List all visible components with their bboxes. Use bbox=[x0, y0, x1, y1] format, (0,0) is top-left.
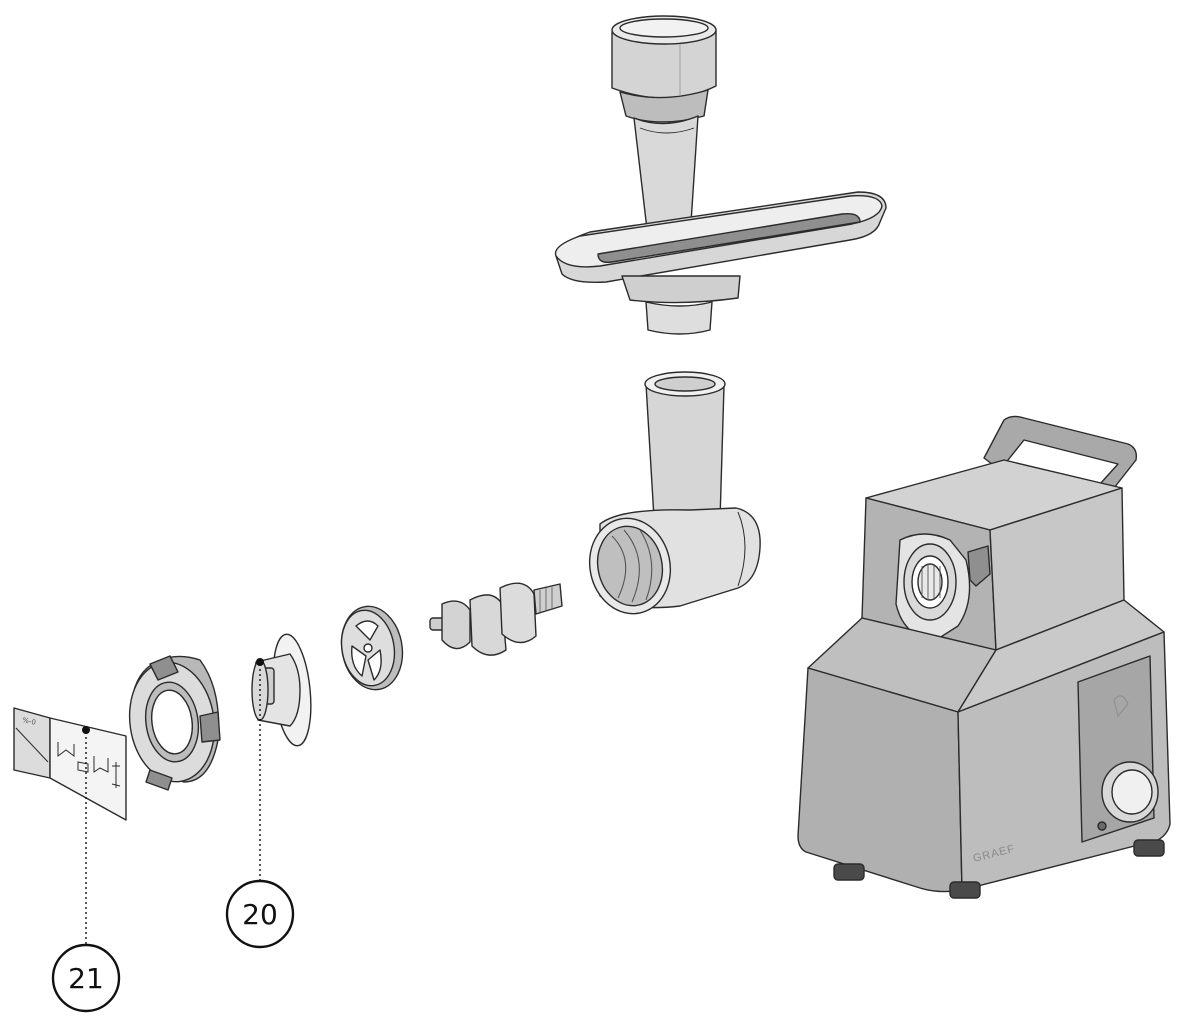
callout-21-anchor-dot bbox=[82, 726, 90, 734]
perforated-disc bbox=[340, 605, 404, 691]
worm-screw bbox=[429, 582, 563, 656]
filling-tray bbox=[554, 191, 887, 335]
care-instructions-card: %-0 bbox=[13, 707, 127, 821]
callout-20: 20 bbox=[225, 658, 295, 949]
callout-20-anchor-dot bbox=[256, 658, 264, 666]
card-small-text: %-0 bbox=[22, 716, 37, 727]
locking-ring bbox=[128, 655, 221, 791]
motor-body: GRAEF bbox=[797, 415, 1171, 899]
callout-20-circle bbox=[225, 879, 295, 949]
sausage-attachment bbox=[251, 633, 312, 747]
feed-tube-housing bbox=[588, 371, 761, 615]
callout-21-circle bbox=[51, 943, 121, 1013]
callout-21-label: 21 bbox=[68, 962, 104, 995]
callout-20-label: 20 bbox=[242, 898, 278, 931]
food-pusher bbox=[611, 15, 717, 244]
callout-21: 21 bbox=[51, 726, 121, 1013]
